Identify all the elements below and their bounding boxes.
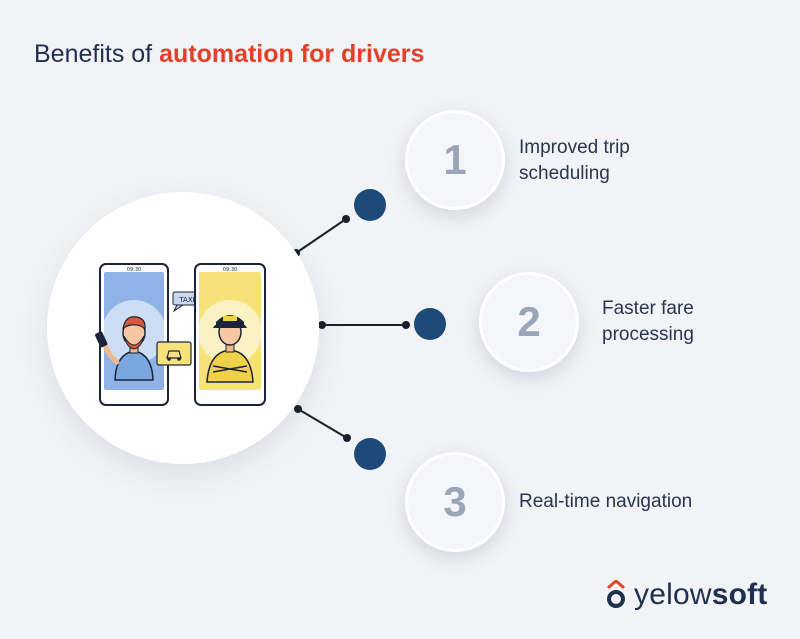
phones-illustration: 09:30 TAXI 09:30 <box>95 263 266 406</box>
hub-circle <box>47 192 319 464</box>
title-prefix: Benefits of <box>34 40 160 68</box>
step-circle-2: 2 <box>479 272 579 372</box>
connector-dot-node-3 <box>343 434 351 442</box>
brand-logo: yelowsoft <box>606 578 768 612</box>
step-label-2-line2: processing <box>602 324 694 345</box>
connector-dot-node-2 <box>402 321 410 329</box>
page-title: Benefits of automation for drivers <box>34 40 424 69</box>
step-label-1: Improved trip scheduling <box>519 135 699 187</box>
step-label-3-line1: Real-time navigation <box>519 491 693 512</box>
step-label-2-line1: Faster fare <box>602 298 694 319</box>
taxi-card-icon <box>156 341 192 366</box>
connector-line-1 <box>295 218 347 254</box>
connector-node-1 <box>354 189 386 221</box>
step-label-3: Real-time navigation <box>519 489 749 515</box>
phone-time-left: 09:30 <box>127 267 141 273</box>
location-pin-icon <box>607 580 625 608</box>
brand-name: yelowsoft <box>634 578 768 612</box>
brand-name-light: yelow <box>634 578 712 611</box>
passenger-phone-icon: 09:30 <box>95 263 169 406</box>
step-number-2: 2 <box>517 298 541 345</box>
title-accent: automation for drivers <box>159 40 425 68</box>
step-number-3: 3 <box>443 478 467 525</box>
connector-node-3 <box>354 438 386 470</box>
connector-line-3 <box>297 408 348 439</box>
driver-phone-icon: 09:30 <box>194 263 266 406</box>
step-number-1: 1 <box>443 136 467 183</box>
taxi-bubble-text: TAXI <box>178 296 194 304</box>
step-label-2: Faster fare processing <box>602 296 782 348</box>
step-label-1-line2: scheduling <box>519 163 610 184</box>
connector-dot-hub-3 <box>294 405 302 413</box>
connector-node-2 <box>414 308 446 340</box>
brand-name-bold: soft <box>711 578 768 611</box>
step-circle-3: 3 <box>405 452 505 552</box>
step-label-1-line1: Improved trip <box>519 137 630 158</box>
connector-dot-node-1 <box>342 215 350 223</box>
step-circle-1: 1 <box>405 110 505 210</box>
connector-dot-hub-2 <box>318 321 326 329</box>
phone-time-right: 09:30 <box>223 267 237 273</box>
